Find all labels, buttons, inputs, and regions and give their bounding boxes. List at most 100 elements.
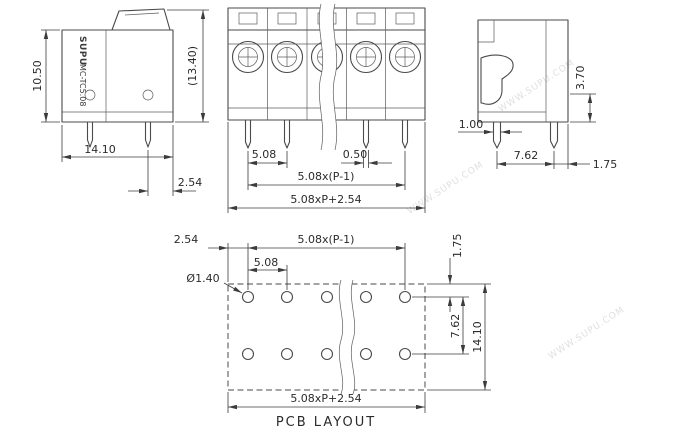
dim-pcb-edge-offset-label: 2.54 — [174, 233, 199, 246]
dim-side-width-label: 14.10 — [84, 143, 116, 156]
body-detail-hole — [84, 89, 96, 101]
break-lines — [318, 3, 338, 151]
mounting-hole — [280, 347, 294, 361]
release-lever — [111, 8, 171, 31]
dim-front-pitch-label: 5.08 — [252, 148, 277, 161]
dim-pcb-overall-label: 5.08xP+2.54 — [290, 392, 361, 405]
extension-lines — [227, 243, 249, 290]
watermarks: WWW.SUPU.COM WWW.SUPU.COM WWW.SUPU.COM — [406, 58, 627, 362]
release-lever-detail — [124, 12, 160, 16]
solder-pin — [549, 121, 559, 149]
solder-pin — [283, 119, 291, 149]
dim-end-base-height-label: 3.70 — [574, 66, 587, 91]
solder-pin — [492, 121, 502, 149]
connector-body-side — [61, 29, 174, 123]
dim-side-width: 14.10 — [61, 125, 174, 196]
body-detail-hole — [142, 89, 154, 101]
solder-pin — [362, 119, 370, 149]
dim-end-pin-thickness-label: 1.00 — [459, 118, 484, 131]
dim-end-base-height: 3.70 — [570, 66, 596, 123]
pcb-layout: 2.54 5.08x(P-1) 5.08 Ø1.40 1.75 7.62 — [174, 233, 491, 430]
pcb-layout-caption: PCB LAYOUT — [276, 415, 376, 430]
mounting-hole — [320, 290, 334, 304]
dim-end-pin-edge: 1.75 — [554, 124, 617, 171]
dim-side-total-height: (13.40) — [167, 9, 209, 123]
mounting-hole — [320, 347, 334, 361]
position-dividers — [267, 8, 386, 120]
connector-body-end — [477, 19, 569, 123]
model-text: MC-TC5.08 — [78, 64, 87, 106]
screw-terminal — [388, 40, 422, 74]
extension-lines — [412, 283, 491, 298]
dim-pcb-pitch-label: 5.08 — [254, 256, 279, 269]
brand-text: SUPU — [77, 36, 87, 66]
solder-pin — [144, 121, 152, 148]
pcb-holes-top-row — [241, 290, 412, 304]
dim-front-overall: 5.08xP+2.54 — [227, 122, 426, 213]
extension-lines — [61, 125, 174, 196]
extension-lines — [227, 392, 426, 413]
wire-entry-slot — [356, 12, 376, 25]
dim-pcb-hole-diameter: Ø1.40 — [186, 272, 243, 294]
extension-lines — [554, 124, 569, 169]
mounting-hole — [359, 290, 373, 304]
dim-pcb-top-offset: 1.75 — [412, 234, 491, 312]
screw-terminal — [349, 40, 383, 74]
screw-terminal — [231, 40, 265, 74]
extension-lines — [570, 93, 596, 123]
solder-pin — [244, 119, 252, 149]
dim-end-pin-thickness: 1.00 — [458, 118, 522, 135]
dim-front-pitch-span-label: 5.08x(P-1) — [298, 170, 355, 183]
dim-front-pitch: 5.08 — [247, 148, 288, 190]
wire-entry-slot — [238, 12, 258, 25]
leader-line — [223, 282, 243, 294]
dim-front-pin-width-label: 0.50 — [343, 148, 368, 161]
dim-pcb-overall: 5.08xP+2.54 — [227, 392, 426, 413]
mounting-hole — [398, 290, 412, 304]
dim-pcb-edge-offset: 2.54 — [174, 233, 249, 290]
dim-side-pin-edge-label: 2.54 — [178, 176, 203, 189]
mounting-hole — [241, 290, 255, 304]
dim-pcb-row-spacing-label: 7.62 — [449, 314, 462, 339]
solder-pin — [401, 119, 409, 149]
dim-side-total-height-label: (13.40) — [186, 46, 199, 86]
mounting-hole — [398, 347, 412, 361]
side-view: SUPU MC-TC5.08 10.50 14.10 2.54 (13.40) — [31, 8, 209, 196]
body-internal-lines — [478, 20, 547, 122]
mounting-hole — [280, 290, 294, 304]
dim-pcb-top-offset-label: 1.75 — [451, 234, 464, 259]
dim-side-height: 10.50 — [31, 29, 60, 123]
wire-entry-slot — [395, 12, 415, 25]
solder-pin — [86, 121, 94, 148]
screw-terminal — [270, 40, 304, 74]
dim-front-pitch-span: 5.08x(P-1) — [248, 151, 406, 190]
wire-cavity — [480, 54, 514, 105]
wire-entry-slot — [277, 12, 297, 25]
extension-lines — [227, 122, 426, 213]
dim-pcb-pitch-span: 5.08x(P-1) — [248, 233, 406, 290]
dim-pcb-hole-diameter-label: Ø1.40 — [186, 272, 219, 285]
watermark-text: WWW.SUPU.COM — [547, 305, 627, 362]
dim-side-height-label: 10.50 — [31, 60, 44, 92]
mounting-hole — [359, 347, 373, 361]
dim-end-row-spacing-label: 7.62 — [514, 149, 539, 162]
dim-end-row-spacing: 7.62 — [496, 149, 555, 169]
dim-pcb-depth-label: 14.10 — [471, 321, 484, 353]
dim-front-pin-width: 0.50 — [341, 148, 392, 168]
dim-pcb-pitch: 5.08 — [248, 256, 288, 290]
end-view: 1.00 7.62 1.75 3.70 — [458, 19, 617, 171]
dim-side-pin-edge: 2.54 — [128, 150, 202, 196]
dim-front-overall-label: 5.08xP+2.54 — [290, 193, 361, 206]
dim-pcb-pitch-span-label: 5.08x(P-1) — [298, 233, 355, 246]
dim-end-pin-edge-label: 1.75 — [593, 158, 618, 171]
mounting-hole — [241, 347, 255, 361]
front-view: 5.08 0.50 5.08x(P-1) 5.08xP+2.54 — [227, 3, 426, 213]
break-lines — [338, 279, 356, 395]
body-internal-lines — [62, 30, 173, 122]
pcb-outline — [227, 283, 426, 391]
dim-pcb-depth: 14.10 — [427, 284, 491, 391]
dim-pcb-row-spacing: 7.62 — [412, 297, 469, 355]
pcb-holes-bottom-row — [241, 347, 412, 361]
